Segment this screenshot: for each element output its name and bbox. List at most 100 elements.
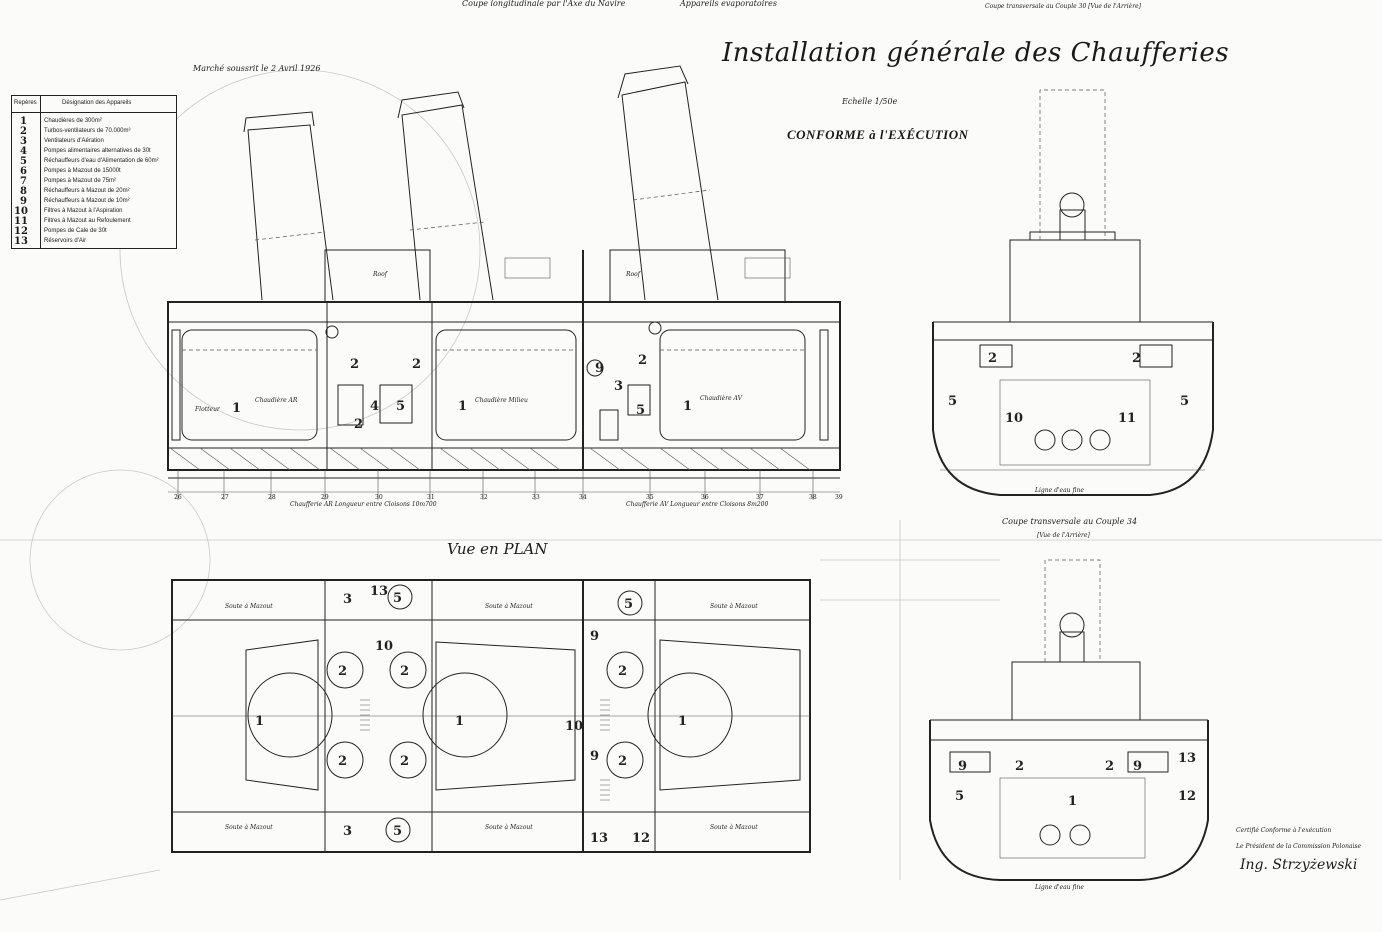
funnel-av xyxy=(621,81,719,301)
certification-line-1: Certifié Conforme à l'exécution xyxy=(1236,827,1332,834)
frame-label: 31 xyxy=(427,494,435,501)
header-evaporatoires: Appareils evaporatoires xyxy=(680,0,777,8)
header-section-30: Coupe transversale au Couple 30 [Vue de … xyxy=(985,3,1141,10)
double-bottom xyxy=(169,447,811,471)
svg-text:2: 2 xyxy=(400,754,409,769)
legend-header-repere: Repères xyxy=(14,100,37,106)
svg-text:9: 9 xyxy=(590,749,599,764)
transverse-section-30: 2 2 5 5 10 11 xyxy=(932,89,1214,496)
boiler-av xyxy=(659,329,806,441)
boiler-label-av: Chaudière AV xyxy=(700,395,742,402)
hull-section-34 xyxy=(929,720,1209,881)
frame-label: 34 xyxy=(579,494,587,501)
svg-text:5: 5 xyxy=(636,403,645,418)
svg-text:5: 5 xyxy=(1180,394,1189,409)
keel-label-30: Ligne d'eau fine xyxy=(1035,487,1084,494)
frame-label: 28 xyxy=(268,494,276,501)
plan-boiler-av xyxy=(659,639,801,791)
soute-label: Soute à Mazout xyxy=(225,603,273,610)
svg-text:10: 10 xyxy=(565,719,583,734)
roof-ar xyxy=(324,249,431,303)
soute-label: Soute à Mazout xyxy=(485,603,533,610)
plan-title: Vue en PLAN xyxy=(447,540,548,558)
hull-profile xyxy=(167,301,841,471)
svg-text:11: 11 xyxy=(1118,411,1136,426)
svg-text:5: 5 xyxy=(396,399,405,414)
roof-av xyxy=(609,249,786,303)
frame-label: 27 xyxy=(221,494,229,501)
hull-section-30 xyxy=(932,322,1214,496)
svg-text:1: 1 xyxy=(1068,794,1077,809)
svg-text:5: 5 xyxy=(955,789,964,804)
frame-label: 39 xyxy=(835,494,843,501)
frame-label: 37 xyxy=(756,494,764,501)
flotteur-label: Flotteur xyxy=(195,406,220,413)
svg-text:3: 3 xyxy=(343,592,352,607)
svg-text:13: 13 xyxy=(590,831,608,846)
boiler-label-milieu: Chaudière Milieu xyxy=(475,397,528,404)
svg-text:1: 1 xyxy=(455,714,464,729)
section-34-title: Coupe transversale au Couple 34 xyxy=(1002,517,1138,526)
svg-text:10: 10 xyxy=(375,639,393,654)
plan-boiler-milieu xyxy=(435,641,576,791)
svg-text:2: 2 xyxy=(988,351,997,366)
svg-text:3: 3 xyxy=(343,824,352,839)
svg-text:4: 4 xyxy=(370,399,379,414)
frame-label: 35 xyxy=(646,494,654,501)
svg-text:13: 13 xyxy=(370,584,388,599)
funnel-milieu xyxy=(401,104,494,301)
svg-text:9: 9 xyxy=(595,361,604,376)
soute-label: Soute à Mazout xyxy=(225,824,273,831)
svg-text:10: 10 xyxy=(1005,411,1023,426)
legend-header-designation: Désignation des Appareils xyxy=(62,100,132,106)
svg-text:2: 2 xyxy=(350,357,359,372)
svg-text:2: 2 xyxy=(338,754,347,769)
frame-label: 29 xyxy=(321,494,329,501)
certification-line-2: Le Président de la Commission Polonaise xyxy=(1236,843,1362,850)
boiler-milieu xyxy=(435,329,577,441)
frame-label: 33 xyxy=(532,494,540,501)
frame-label: 38 xyxy=(809,494,817,501)
svg-text:5: 5 xyxy=(393,824,402,839)
svg-text:9: 9 xyxy=(958,759,967,774)
svg-text:12: 12 xyxy=(632,831,650,846)
svg-text:2: 2 xyxy=(1015,759,1024,774)
svg-text:2: 2 xyxy=(618,754,627,769)
svg-text:2: 2 xyxy=(400,664,409,679)
svg-text:2: 2 xyxy=(1132,351,1141,366)
soute-label: Soute à Mazout xyxy=(710,824,758,831)
frame-label: 36 xyxy=(701,494,709,501)
svg-text:2: 2 xyxy=(354,417,363,432)
svg-text:2: 2 xyxy=(412,357,421,372)
main-title: Installation générale des Chaufferies xyxy=(722,38,1230,68)
roof-label-av: Roof xyxy=(626,271,640,278)
signature: Ing. Strzyżewski xyxy=(1240,857,1358,873)
svg-text:5: 5 xyxy=(624,597,633,612)
chaufferie-av-label: Chaufferie AV Longueur entre Cloisons 8m… xyxy=(626,501,769,508)
longitudinal-section: 1 1 1 2 2 2 2 5 5 9 4 3 xyxy=(167,65,841,500)
ghost-lines xyxy=(0,69,1382,901)
roof-label-ar: Roof xyxy=(373,271,387,278)
frame-label: 30 xyxy=(375,494,383,501)
header-longitudinal: Coupe longitudinale par l'Axe du Navire xyxy=(462,0,626,8)
plan-boiler-ar xyxy=(245,639,319,791)
svg-text:5: 5 xyxy=(393,591,402,606)
boiler-label-ar: Chaudière AR xyxy=(255,397,298,404)
svg-text:2: 2 xyxy=(618,664,627,679)
svg-text:9: 9 xyxy=(590,629,599,644)
svg-text:9: 9 xyxy=(1133,759,1142,774)
